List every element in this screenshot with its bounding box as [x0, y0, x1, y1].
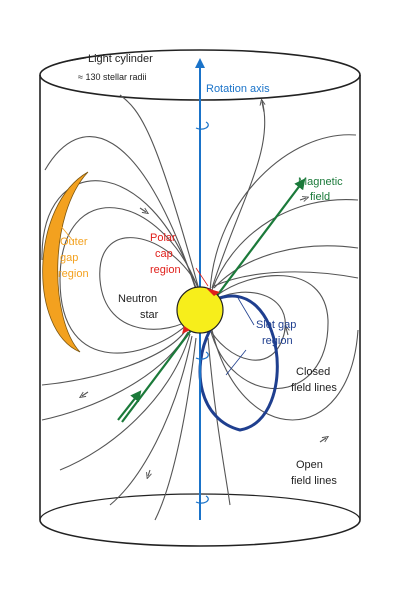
light-cylinder-label: Light cylinder — [88, 53, 153, 65]
magnetic-field-label-2: field — [310, 191, 330, 203]
open-field-line — [213, 271, 359, 287]
closed-field-line — [44, 136, 197, 291]
light-cylinder-radius-label: ≈ 130 stellar radii — [78, 72, 146, 82]
closed-field-line — [41, 180, 197, 289]
field-direction-arrows — [82, 102, 326, 476]
neutron-star-label-2: star — [140, 309, 159, 321]
direction-arrow — [299, 198, 306, 200]
open-field-line — [207, 337, 231, 506]
slot-gap-label-2: region — [262, 335, 293, 347]
closed-field-line — [209, 275, 329, 390]
polar-cap-label-3: region — [150, 264, 181, 276]
open-field-line — [59, 333, 191, 471]
open-field-line — [41, 329, 187, 386]
direction-arrow — [262, 102, 264, 113]
direction-arrow — [139, 207, 146, 212]
closed-field-line — [211, 329, 359, 421]
closed-field-line — [99, 237, 201, 330]
open-field-line — [109, 335, 193, 506]
magnetic-field-label-1: Magnetic — [298, 176, 343, 188]
closed-field-line — [211, 99, 266, 289]
direction-arrow — [286, 328, 288, 336]
rotation-axis-label: Rotation axis — [206, 83, 270, 95]
outer-gap-label-3: region — [58, 268, 89, 280]
polar-cap-top — [206, 288, 220, 296]
slot-gap-label-1: Slot gap — [256, 319, 296, 331]
polar-cap-label-2: cap — [155, 248, 173, 260]
polar-cap-bottom — [182, 326, 190, 334]
outer-gap-region — [42, 171, 89, 353]
outer-gap-leader — [59, 224, 75, 243]
closed-field-line — [59, 207, 199, 354]
open-field-lines — [41, 134, 359, 521]
direction-arrow — [319, 438, 326, 443]
light-cylinder-leader — [57, 57, 87, 64]
open-field-lines-label-2: field lines — [291, 475, 337, 487]
closed-field-lines-label-1: Closed — [296, 366, 330, 378]
polar-cap-label-1: Polar — [150, 232, 176, 244]
neutron-star — [176, 286, 224, 334]
open-field-line — [211, 198, 359, 291]
open-field-line — [41, 331, 189, 421]
outer-gap-label-2: gap — [60, 252, 78, 264]
open-field-line — [154, 337, 197, 521]
closed-field-line — [119, 94, 199, 287]
rotation-arrow-icon — [195, 495, 209, 504]
light-cylinder-bottom-ellipse — [39, 519, 361, 547]
slot-gap-leader — [237, 297, 255, 326]
open-field-line — [209, 134, 357, 293]
rotation-markers — [195, 121, 209, 504]
rotation-arrow-icon — [195, 351, 209, 360]
slot-gap-leader-lower — [225, 349, 247, 376]
direction-arrow — [82, 391, 89, 396]
open-field-lines-label-1: Open — [296, 459, 323, 471]
magnetic-field-lower-arrow — [117, 390, 142, 421]
rotation-arrow-icon — [195, 121, 209, 130]
leader-lines — [57, 57, 255, 376]
polar-cap-leader — [195, 267, 209, 287]
neutron-star-label-1: Neutron — [118, 293, 157, 305]
direction-arrow — [148, 469, 150, 476]
open-field-line — [213, 245, 359, 289]
outer-gap-label-1: Outer — [60, 236, 88, 248]
closed-field-lines-label-2: field lines — [291, 382, 337, 394]
